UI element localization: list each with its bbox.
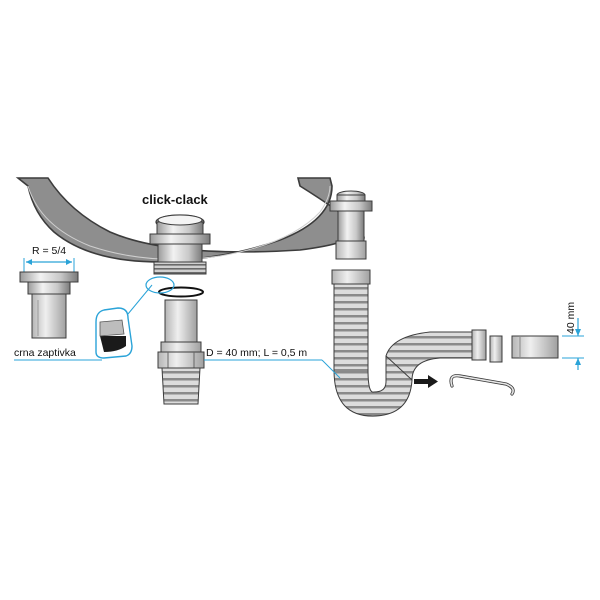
gasket-zoom-ring xyxy=(145,276,175,294)
corrugated-hose xyxy=(333,283,369,371)
tail-pipe xyxy=(164,299,198,343)
sink-bowl xyxy=(15,177,365,263)
reducer-fittings xyxy=(489,335,559,363)
click-clack-label: click-clack xyxy=(142,192,209,207)
click-clack-assembly xyxy=(149,214,211,405)
hose-segment xyxy=(161,367,201,405)
arrow-right-icon xyxy=(414,375,438,388)
s-trap-assembly xyxy=(329,190,487,417)
gasket-label: crna zaptivka xyxy=(14,347,76,359)
o-ring xyxy=(158,286,204,298)
r-5-4-detail xyxy=(19,258,79,339)
reducer-ring xyxy=(489,335,503,363)
height-dimension-label: 40 mm xyxy=(565,302,577,334)
black-gasket xyxy=(100,336,126,352)
s-hook-icon xyxy=(449,374,515,396)
wall-connector xyxy=(511,335,559,359)
thread-nut xyxy=(153,261,207,275)
radius-label: R = 5/4 xyxy=(32,245,66,257)
height-dimension xyxy=(562,318,584,370)
hose-spec-label: D = 40 mm; L = 0,5 m xyxy=(206,347,307,359)
gasket-callout xyxy=(14,276,175,361)
